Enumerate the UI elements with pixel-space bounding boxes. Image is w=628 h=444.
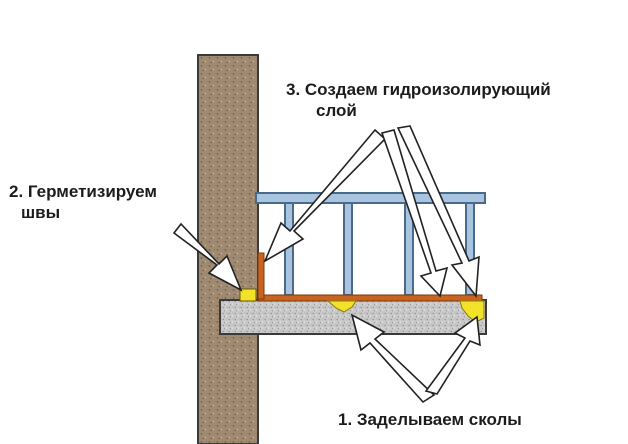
arrow-waterproof-middle [380, 129, 449, 298]
arrow-waterproof-left [263, 128, 387, 263]
label-seal-line2: швы [21, 203, 61, 222]
arrow-chips-left [350, 313, 436, 404]
label-seal-line1: 2. Герметизируем [9, 182, 157, 201]
arrow-seal [172, 222, 243, 292]
balcony-railing [255, 192, 486, 296]
label-waterproof-line2: слой [316, 101, 357, 120]
label-waterproofing: 3. Создаем гидроизолирующий слой [286, 79, 551, 121]
waterproof-layer [257, 252, 483, 302]
arrow-chips-right [424, 315, 481, 395]
label-patch-chips: 1. Заделываем сколы [338, 410, 522, 429]
label-seal-joints: 2. Герметизируем швы [9, 181, 157, 223]
sealant-joint [239, 288, 257, 302]
patched-chips [326, 300, 485, 323]
arrows [172, 125, 481, 404]
arrow-waterproof-right [396, 125, 480, 299]
building-wall [197, 54, 259, 444]
label-waterproof-line1: 3. Создаем гидроизолирующий [286, 80, 551, 99]
